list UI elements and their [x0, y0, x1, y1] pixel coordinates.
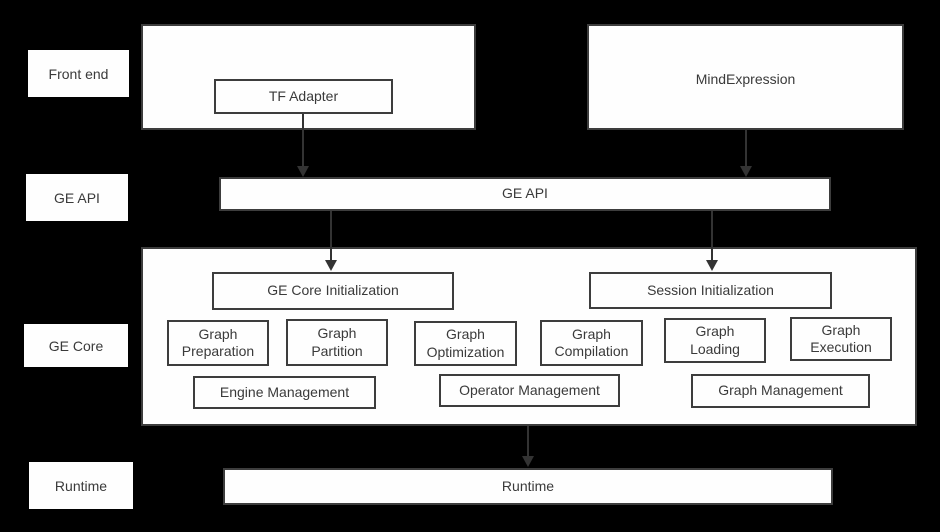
arrow-shaft [745, 130, 747, 167]
arrow-shaft [302, 114, 304, 167]
node-mindexpression: MindExpression [587, 24, 904, 130]
node-operator-management: Operator Management [439, 374, 620, 407]
arrow-shaft [330, 211, 332, 261]
node-graph-loading: Graph Loading [664, 318, 766, 363]
arrow-ge-api-to-session-initialization [706, 211, 718, 271]
node-graph-compilation: Graph Compilation [540, 320, 643, 366]
arrow-head-icon [706, 260, 718, 271]
arrow-head-icon [297, 166, 309, 177]
arrow-head-icon [740, 166, 752, 177]
arrow-head-icon [325, 260, 337, 271]
arrow-ge-api-to-ge-core-initialization [325, 211, 337, 271]
row-label-ge-api: GE API [26, 174, 128, 221]
arrow-shaft [711, 211, 713, 261]
node-graph-partition: Graph Partition [286, 319, 388, 366]
node-ge-core-initialization: GE Core Initialization [212, 272, 454, 310]
node-session-initialization: Session Initialization [589, 272, 832, 309]
row-label-ge-core: GE Core [24, 324, 128, 367]
arrow-ge-core-to-runtime [522, 426, 534, 467]
arrow-head-icon [522, 456, 534, 467]
arrow-tf-adapter-to-ge-api [297, 114, 309, 177]
row-label-runtime: Runtime [29, 462, 133, 509]
node-runtime: Runtime [223, 468, 833, 505]
node-engine-management: Engine Management [193, 376, 376, 409]
arrow-mindexpression-to-ge-api [740, 130, 752, 177]
node-graph-preparation: Graph Preparation [167, 320, 269, 366]
node-tf-adapter: TF Adapter [214, 79, 393, 114]
node-ge-api: GE API [219, 177, 831, 211]
row-label-front-end: Front end [28, 50, 129, 97]
node-graph-optimization: Graph Optimization [414, 321, 517, 366]
node-graph-execution: Graph Execution [790, 317, 892, 361]
arrow-shaft [527, 426, 529, 457]
node-graph-management: Graph Management [691, 374, 870, 408]
